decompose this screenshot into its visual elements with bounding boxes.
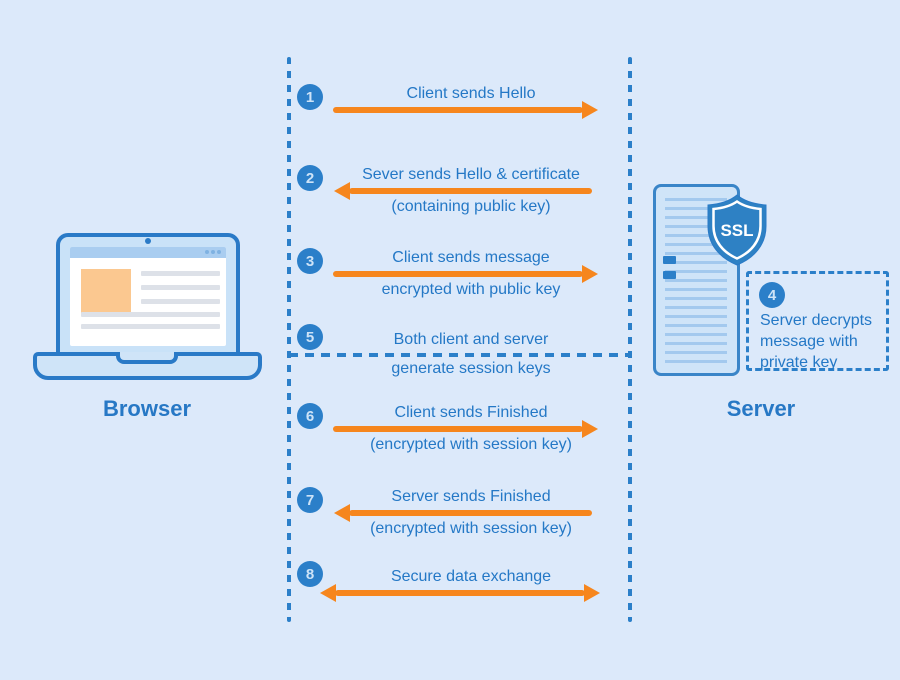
arrow-left-icon	[334, 504, 592, 522]
laptop-camera-dot	[145, 238, 151, 244]
server-indicator	[663, 271, 676, 279]
server-indicator	[663, 256, 676, 264]
step-7-badge: 7	[297, 487, 323, 513]
step-3-title: Client sends message	[392, 249, 550, 266]
step-6-title: Client sends Finished	[394, 404, 548, 421]
step-4-callout: 4 Server decrypts message with private k…	[746, 271, 889, 371]
step-5: 5 Both client and server generate sessio…	[297, 324, 609, 379]
session-keys-divider	[289, 353, 630, 357]
step-7-subtitle: (encrypted with session key)	[370, 520, 572, 537]
page-image-placeholder	[81, 269, 131, 313]
step-4-title: Server decrypts message with private key	[760, 312, 873, 371]
step-8: 8 Secure data exchange	[297, 561, 609, 602]
step-6-subtitle: (encrypted with session key)	[370, 436, 572, 453]
browser-titlebar	[70, 247, 226, 258]
step-6-badge: 6	[297, 403, 323, 429]
step-7-title: Server sends Finished	[391, 488, 551, 505]
server-lifeline	[628, 57, 632, 622]
step-2-badge: 2	[297, 165, 323, 191]
step-7: 7 Server sends Finished (encrypted with …	[297, 487, 609, 539]
step-5-subtitle: generate session keys	[391, 360, 551, 377]
browser-window	[70, 247, 226, 346]
window-dots-icon	[205, 250, 221, 254]
ssl-shield-icon: SSL	[707, 194, 767, 266]
server-label: Server	[726, 396, 796, 421]
arrow-left-icon	[334, 182, 592, 200]
step-6: 6 Client sends Finished (encrypted with …	[297, 403, 609, 455]
step-2-title: Sever sends Hello & certificate	[362, 166, 580, 183]
step-8-badge: 8	[297, 561, 323, 587]
arrow-both-icon	[320, 584, 600, 602]
step-5-badge: 5	[297, 324, 323, 350]
step-1-title: Client sends Hello	[406, 85, 536, 102]
ssl-badge-label: SSL	[720, 221, 753, 240]
arrow-right-icon	[333, 101, 598, 119]
browser-label: Browser	[102, 396, 192, 421]
laptop-base-notch	[116, 352, 178, 364]
step-1: 1 Client sends Hello	[297, 84, 609, 119]
arrow-right-icon	[333, 420, 598, 438]
step-3-subtitle: encrypted with public key	[381, 281, 561, 298]
step-3: 3 Client sends message encrypted with pu…	[297, 248, 609, 300]
step-5-title: Both client and server	[393, 331, 549, 348]
text-line	[141, 285, 220, 290]
text-line	[141, 271, 220, 276]
step-4-badge: 4	[759, 282, 785, 308]
step-2: 2 Sever sends Hello & certificate (conta…	[297, 165, 609, 217]
text-line	[141, 299, 220, 304]
text-line	[81, 312, 220, 317]
step-1-badge: 1	[297, 84, 323, 110]
client-lifeline	[287, 57, 291, 622]
text-line	[81, 324, 220, 329]
step-3-badge: 3	[297, 248, 323, 274]
arrow-right-icon	[333, 265, 598, 283]
step-8-title: Secure data exchange	[390, 568, 552, 585]
step-2-subtitle: (containing public key)	[391, 198, 551, 215]
